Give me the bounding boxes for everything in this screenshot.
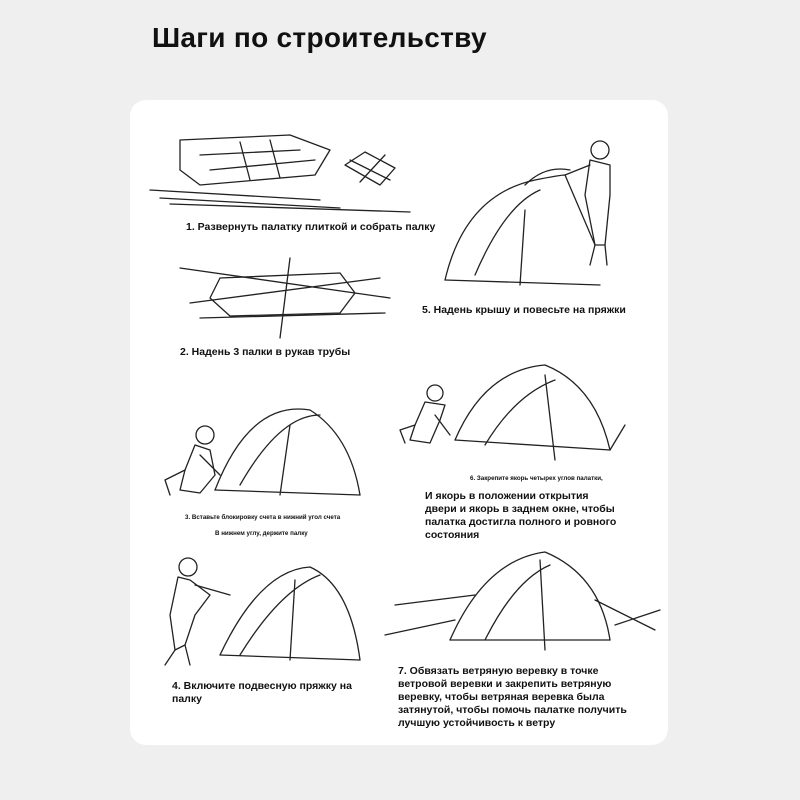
step1-illustration xyxy=(149,134,411,213)
step1-caption: 1. Развернуть палатку плиткой и собрать … xyxy=(186,221,436,233)
step2-caption: 2. Надень 3 палки в рукав трубы xyxy=(180,346,351,358)
step5-illustration xyxy=(444,140,611,286)
step3-caption-a: 3. Вставьте блокировку счета в нижний уг… xyxy=(185,514,341,521)
step6-caption-a: 6. Закрепите якорь четырех углов палатки… xyxy=(470,475,603,482)
step4-illustration xyxy=(164,557,361,666)
step2-illustration xyxy=(179,257,391,339)
step4-caption: 4. Включите подвесную пряжку на палку xyxy=(172,680,352,705)
page-title: Шаги по строительству xyxy=(152,22,487,53)
step6-illustration xyxy=(399,364,626,461)
step5-caption: 5. Надень крышу и повесьте на пряжки xyxy=(422,304,626,316)
step7-illustration xyxy=(384,551,661,651)
step6-caption-b: И якорь в положении открытия двери и яко… xyxy=(425,490,617,541)
step3-illustration xyxy=(164,408,361,496)
step3-caption-b: В нижнем углу, держите палку xyxy=(215,530,308,537)
step7-caption: 7. Обвязать ветряную веревку в точке вет… xyxy=(398,665,627,729)
